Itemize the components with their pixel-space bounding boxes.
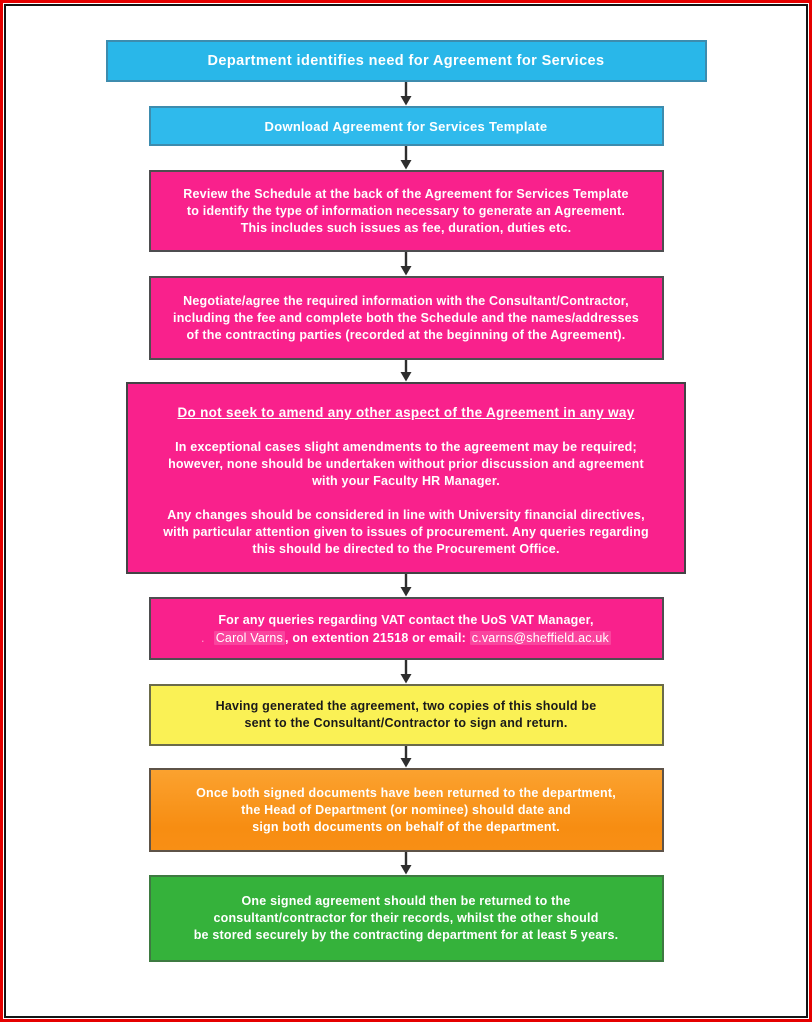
- step-5-line: this should be directed to the Procureme…: [252, 542, 560, 556]
- down-arrow-icon: [398, 82, 414, 106]
- step-5-line: with particular attention given to issue…: [163, 525, 649, 539]
- step-6-line-2: . Carol Varns, on extention 21518 or emai…: [201, 629, 611, 647]
- down-arrow-icon: [398, 574, 414, 597]
- step-9-line: One signed agreement should then be retu…: [241, 894, 571, 908]
- step-6-line-1: For any queries regarding VAT contact th…: [218, 612, 594, 627]
- step-6-artifact-dot: .: [201, 630, 205, 645]
- step-8-line: Once both signed documents have been ret…: [196, 785, 616, 800]
- step-3-line: Review the Schedule at the back of the A…: [183, 186, 629, 201]
- step-4-line: of the contracting parties (recorded at …: [186, 327, 626, 342]
- step-6-contact-mid: , on extention 21518 or email:: [284, 630, 470, 645]
- step-9-line: be stored securely by the contracting de…: [193, 928, 619, 942]
- step-5-line: with your Faculty HR Manager.: [312, 474, 500, 488]
- step-9-box-return-and-store: One signed agreement should then be retu…: [148, 875, 664, 962]
- flowchart: Department identifies need for Agreement…: [0, 40, 812, 962]
- step-2-box-download-template: Download Agreement for Services Template: [148, 106, 664, 146]
- step-8-line: the Head of Department (or nominee) shou…: [241, 802, 571, 817]
- step-1-text: Department identifies need for Agreement…: [207, 53, 605, 69]
- step-5-line: In exceptional cases slight amendments t…: [175, 440, 637, 454]
- down-arrow-icon: [398, 252, 414, 276]
- step-8-box-head-of-department-signs: Once both signed documents have been ret…: [148, 768, 664, 852]
- step-5-line: however, none should be undertaken witho…: [168, 457, 644, 471]
- step-3-line: This includes such issues as fee, durati…: [240, 220, 572, 235]
- step-9-line: consultant/contractor for their records,…: [213, 911, 599, 925]
- step-7-line: Having generated the agreement, two copi…: [215, 699, 597, 713]
- step-3-box-review-schedule: Review the Schedule at the back of the A…: [148, 170, 664, 252]
- step-8-line: sign both documents on behalf of the dep…: [252, 819, 560, 834]
- step-5-paragraph-1: In exceptional cases slight amendments t…: [168, 439, 644, 490]
- step-6-contact-email: c.varns@sheffield.ac.uk: [469, 630, 611, 645]
- step-5-line: Any changes should be considered in line…: [167, 508, 645, 522]
- step-6-contact-name: Carol Varns: [213, 630, 285, 645]
- down-arrow-icon: [398, 146, 414, 170]
- down-arrow-icon: [398, 852, 414, 875]
- step-4-line: including the fee and complete both the …: [173, 310, 639, 325]
- down-arrow-icon: [398, 360, 414, 382]
- step-5-heading: Do not seek to amend any other aspect of…: [177, 405, 635, 420]
- step-1-box-identify-need: Department identifies need for Agreement…: [105, 40, 707, 82]
- down-arrow-icon: [398, 660, 414, 684]
- step-5-box-do-not-amend: Do not seek to amend any other aspect of…: [126, 382, 686, 574]
- down-arrow-icon: [398, 746, 414, 768]
- step-4-box-negotiate: Negotiate/agree the required information…: [148, 276, 664, 360]
- step-5-paragraph-2: Any changes should be considered in line…: [163, 507, 649, 558]
- step-3-line: to identify the type of information nece…: [186, 203, 626, 218]
- step-7-line: sent to the Consultant/Contractor to sig…: [244, 716, 568, 730]
- step-7-box-two-copies: Having generated the agreement, two copi…: [148, 684, 664, 746]
- step-2-text: Download Agreement for Services Template: [264, 118, 548, 134]
- step-6-box-vat-queries: For any queries regarding VAT contact th…: [148, 597, 664, 660]
- step-4-line: Negotiate/agree the required information…: [183, 293, 629, 308]
